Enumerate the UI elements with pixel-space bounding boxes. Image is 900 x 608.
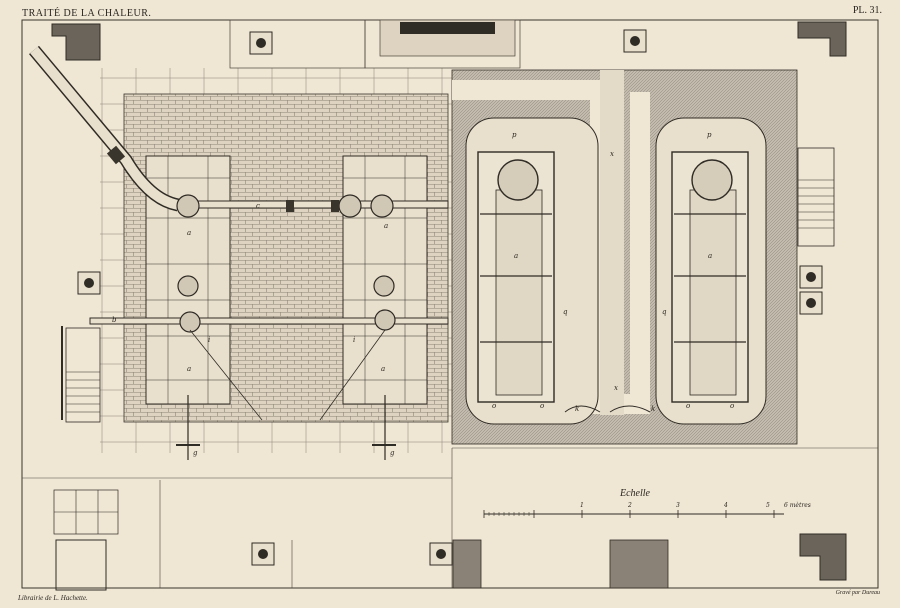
plate-number: PL. 31. — [852, 5, 882, 16]
left-staircase — [61, 326, 101, 423]
steam-pipes — [89, 194, 449, 460]
label-x1: x — [610, 150, 614, 158]
plate-title: TRAITÉ DE LA CHALEUR. — [22, 8, 152, 19]
label-o3: o — [686, 402, 691, 410]
label-pipe-b: b — [112, 316, 117, 324]
label-g1: g — [193, 449, 198, 457]
label-g2: g — [390, 449, 395, 457]
engraver-credit: Gravé par Dureau — [835, 590, 880, 596]
label-tank-a3: a — [187, 365, 192, 373]
label-o2: o — [540, 402, 545, 410]
label-k1: k — [575, 405, 580, 413]
label-boiler-a1: a — [514, 252, 519, 260]
door-slab — [400, 22, 495, 34]
right-staircase — [797, 147, 835, 247]
label-tank-a4: a — [381, 365, 386, 373]
label-pipe-c: c — [256, 202, 260, 210]
scale-tick-1: 1 — [580, 502, 584, 509]
scale-tick-2: 2 — [628, 502, 632, 509]
label-tank-a1: a — [187, 229, 192, 237]
label-p1: p — [512, 131, 517, 139]
label-p2: p — [707, 131, 712, 139]
scale-tick-3: 3 — [676, 502, 680, 509]
inlet-pipe — [29, 45, 180, 212]
scale-tick-4: 4 — [724, 502, 728, 509]
label-tank-i1: i — [208, 336, 211, 344]
label-boiler-a2: a — [708, 252, 713, 260]
label-tank-i2: i — [353, 336, 356, 344]
label-q2: q — [662, 308, 667, 316]
label-q1: q — [563, 308, 568, 316]
scale-tick-5: 5 — [766, 502, 770, 509]
label-k2: k — [651, 405, 656, 413]
label-o1: o — [492, 402, 497, 410]
base-block-left — [452, 539, 482, 589]
scale-label: Echelle — [620, 488, 650, 499]
columns — [51, 21, 847, 591]
base-block-center — [609, 539, 669, 589]
label-x2: x — [614, 384, 618, 392]
boiler-house — [451, 69, 798, 445]
publisher-credit: Librairie de L. Hachette. — [18, 594, 88, 602]
label-tank-a2: a — [384, 222, 389, 230]
label-o4: o — [730, 402, 735, 410]
scale-unit: 6 mètres — [784, 502, 811, 509]
